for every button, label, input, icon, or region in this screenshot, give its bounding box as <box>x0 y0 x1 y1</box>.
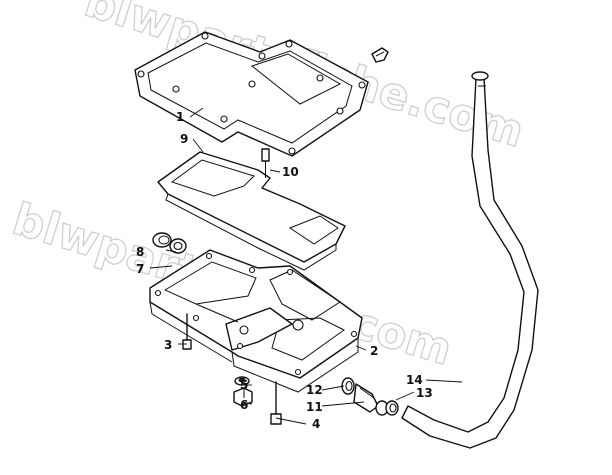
part-11-fitting <box>353 383 389 416</box>
part-8-plug <box>152 232 172 248</box>
part-14-hose <box>401 71 539 449</box>
callout-11: 11 <box>306 400 323 414</box>
part-4-bolt <box>270 381 282 425</box>
leader-lines <box>149 107 463 425</box>
part-2-housing <box>149 249 363 393</box>
housing-bolt-holes <box>154 252 358 376</box>
callout-12: 12 <box>306 383 323 397</box>
part-1-gasket <box>134 31 369 157</box>
part-13-clamp <box>385 400 399 416</box>
callout-3: 3 <box>164 338 172 352</box>
callout-8: 8 <box>136 245 144 259</box>
part-9-plate <box>157 151 346 271</box>
callout-7: 7 <box>136 262 144 276</box>
callout-labels: 1 2 3 4 5 6 7 8 9 10 11 12 13 14 <box>136 110 433 431</box>
callout-6: 6 <box>240 398 248 412</box>
part-5-washer <box>234 376 250 386</box>
clip-icon <box>371 47 389 63</box>
callout-10: 10 <box>282 165 299 179</box>
gasket-bolt-holes <box>137 32 366 155</box>
part-12-oring <box>341 377 355 395</box>
callout-5: 5 <box>240 378 248 392</box>
callout-13: 13 <box>416 386 433 400</box>
part-6-drain-plug <box>233 387 253 407</box>
callout-2: 2 <box>370 344 378 358</box>
part-7-oring <box>169 238 187 254</box>
part-3-bolt <box>182 313 192 350</box>
callout-4: 4 <box>312 417 320 431</box>
part-10-bolt <box>261 148 270 178</box>
callout-14: 14 <box>406 373 423 387</box>
callout-1: 1 <box>176 110 184 124</box>
callout-9: 9 <box>180 132 188 146</box>
